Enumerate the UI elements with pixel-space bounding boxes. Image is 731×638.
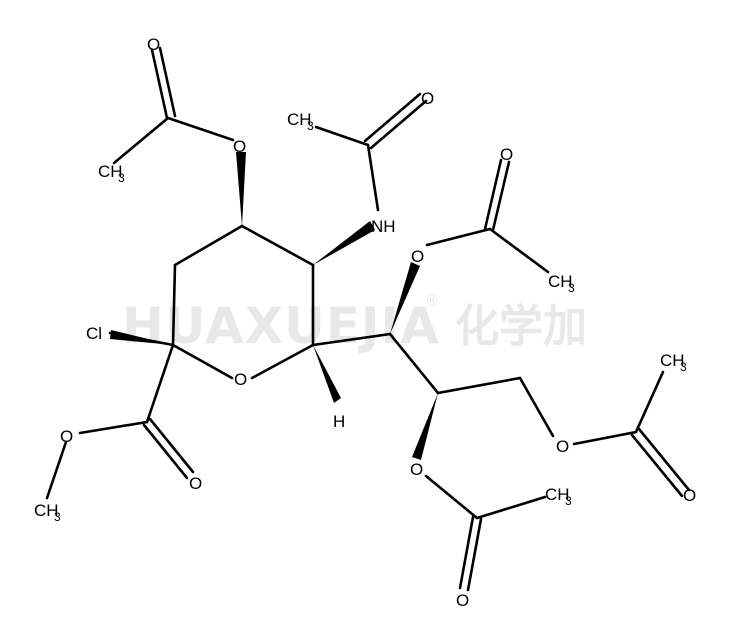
bond-co-low-b <box>466 517 483 592</box>
bond-co-right-a <box>630 433 684 498</box>
bond-co-mid-b <box>491 160 511 232</box>
bond-co-low-a <box>458 515 475 590</box>
label-ch3-amide-sub: 3 <box>307 119 314 133</box>
bond-o-c-low <box>424 474 479 520</box>
label-o-ester-mid: O <box>411 247 424 266</box>
watermark-registered-mark: ® <box>425 293 439 309</box>
bond-c-ch3-right <box>634 370 665 434</box>
wedge-c6-h <box>313 345 341 403</box>
wedge-c5-n <box>313 221 375 265</box>
bond-c4-c3 <box>173 224 244 267</box>
label-cl: Cl <box>86 324 102 343</box>
bond-c-ch3-low <box>475 495 547 520</box>
bond-co-mid-a <box>483 158 503 231</box>
bond-c2-cester <box>145 343 175 424</box>
watermark-latin: HUAXUEJIA <box>122 297 440 355</box>
label-h: H <box>333 412 345 431</box>
watermark-cjk: 化学加 <box>455 301 587 352</box>
bond-cester-o <box>78 420 149 435</box>
bond-ester-co-a <box>142 423 189 480</box>
label-o-methoxy: O <box>60 427 73 446</box>
bond-c8-c9 <box>436 376 522 395</box>
atom-labels: O CH 3 O CH 3 O NH O O CH 3 Cl O H O CH … <box>34 35 696 610</box>
bond-c9-o <box>518 376 555 438</box>
label-o-carbonyl-mid: O <box>500 145 513 164</box>
bond-c7-c8 <box>388 332 440 395</box>
bond-co-double-b <box>158 46 177 118</box>
watermark: HUAXUEJIA ® 化学加 <box>122 293 587 355</box>
wedge-c8-o <box>412 393 438 460</box>
label-ch3-methoxy: CH <box>34 501 59 520</box>
label-o-ring: O <box>234 370 247 389</box>
wedge-c4-o <box>236 152 246 226</box>
label-o-ester-top: O <box>233 137 246 156</box>
bond-ester-co-b <box>148 417 195 474</box>
bond-c-o <box>166 116 235 142</box>
bonds <box>45 46 691 592</box>
bond-c6-c7 <box>311 332 392 347</box>
label-ch3-top-left-sub: 3 <box>118 171 125 185</box>
label-ch3-top-left: CH <box>98 162 123 181</box>
bond-c-ch3-amide <box>314 125 370 147</box>
label-o-carbonyl-top: O <box>147 35 160 54</box>
bond-co-double-a <box>150 48 169 120</box>
label-o-carbonyl-low: O <box>456 591 469 610</box>
label-ch3-right-sub: 3 <box>680 360 687 374</box>
label-o-ester-low: O <box>410 460 423 479</box>
bond-o-c-mid <box>425 227 492 247</box>
bond-c4-c5 <box>240 224 315 267</box>
label-o-ester-carbonyl: O <box>189 474 202 493</box>
bond-n-c <box>366 143 380 212</box>
label-ch3-amide: CH <box>287 110 312 129</box>
label-ch3-mid-right-sub: 3 <box>568 281 575 295</box>
label-ch3-right: CH <box>660 351 685 370</box>
label-o-carbonyl-right: O <box>683 486 696 505</box>
bond-co-right-b <box>637 427 691 492</box>
bond-c2-oring <box>171 343 234 380</box>
bond-oring-c6 <box>250 343 315 380</box>
bond-c-ch3-mid <box>488 227 550 274</box>
label-ch3-methoxy-sub: 3 <box>54 510 61 524</box>
label-ch3-low: CH <box>545 485 570 504</box>
label-ch3-low-sub: 3 <box>565 494 572 508</box>
bond-c-ch3 <box>112 116 170 165</box>
stereo-wedges <box>110 152 438 460</box>
label-ch3-mid-right: CH <box>548 272 573 291</box>
bond-o-ch3-methoxy <box>45 440 68 500</box>
label-o-ester-right: O <box>556 437 569 456</box>
bond-co-amide-b <box>369 99 428 150</box>
bond-c3-c2 <box>171 263 177 347</box>
wedge-c7-o <box>390 262 420 334</box>
label-nh: NH <box>371 217 396 236</box>
bond-o-c-right <box>572 430 638 446</box>
wedge-c2-cl <box>110 330 173 345</box>
bond-co-amide-a <box>363 92 422 143</box>
label-o-amide: O <box>421 89 434 108</box>
